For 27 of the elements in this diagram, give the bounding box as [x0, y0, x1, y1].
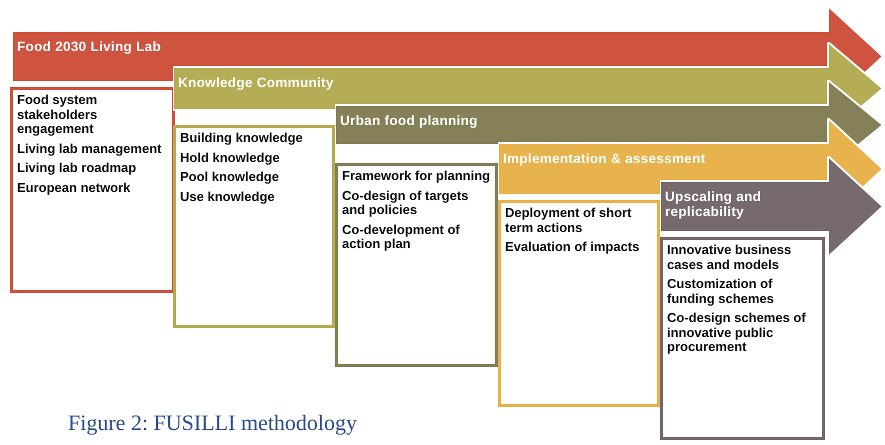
activity-item: Co-design schemes of innovative public procurement: [667, 311, 807, 354]
activity-item: Customization of funding schemes: [667, 277, 775, 306]
activity-item: Pool knowledge: [180, 170, 280, 184]
activity-item: Living lab management: [17, 142, 162, 156]
activity-item: Living lab roadmap: [17, 161, 138, 176]
activity-item: Use knowledge: [180, 190, 276, 204]
activity-box: [660, 237, 825, 440]
activity-item: Hold knowledge: [180, 150, 281, 165]
activity-item: Framework for planning: [342, 169, 491, 184]
activity-item: European network: [17, 180, 132, 195]
activity-box: [498, 200, 660, 407]
activity-box: [173, 125, 335, 328]
activity-box: [10, 87, 175, 293]
stage-heading: Upscaling and replicability: [665, 189, 762, 219]
stage-heading: Urban food planning: [340, 113, 479, 128]
activity-item: Co-development of action plan: [342, 222, 461, 252]
activity-item: Building knowledge: [180, 131, 304, 146]
stage-heading: Knowledge Community: [178, 75, 335, 90]
stage-heading: Food 2030 Living Lab: [17, 39, 162, 54]
activity-item: Evaluation of impacts: [505, 240, 640, 254]
activity-box: [335, 163, 498, 367]
activity-item: Deployment of short term actions: [505, 206, 632, 235]
figure-caption: Figure 2: FUSILLI methodology: [68, 410, 358, 436]
activity-item: Co-design of targets and policies: [342, 188, 470, 218]
activity-item: Innovative business cases and models: [667, 243, 792, 272]
activity-item: Food system stakeholders engagement: [17, 93, 98, 136]
stage-heading: Implementation & assessment: [503, 151, 706, 166]
